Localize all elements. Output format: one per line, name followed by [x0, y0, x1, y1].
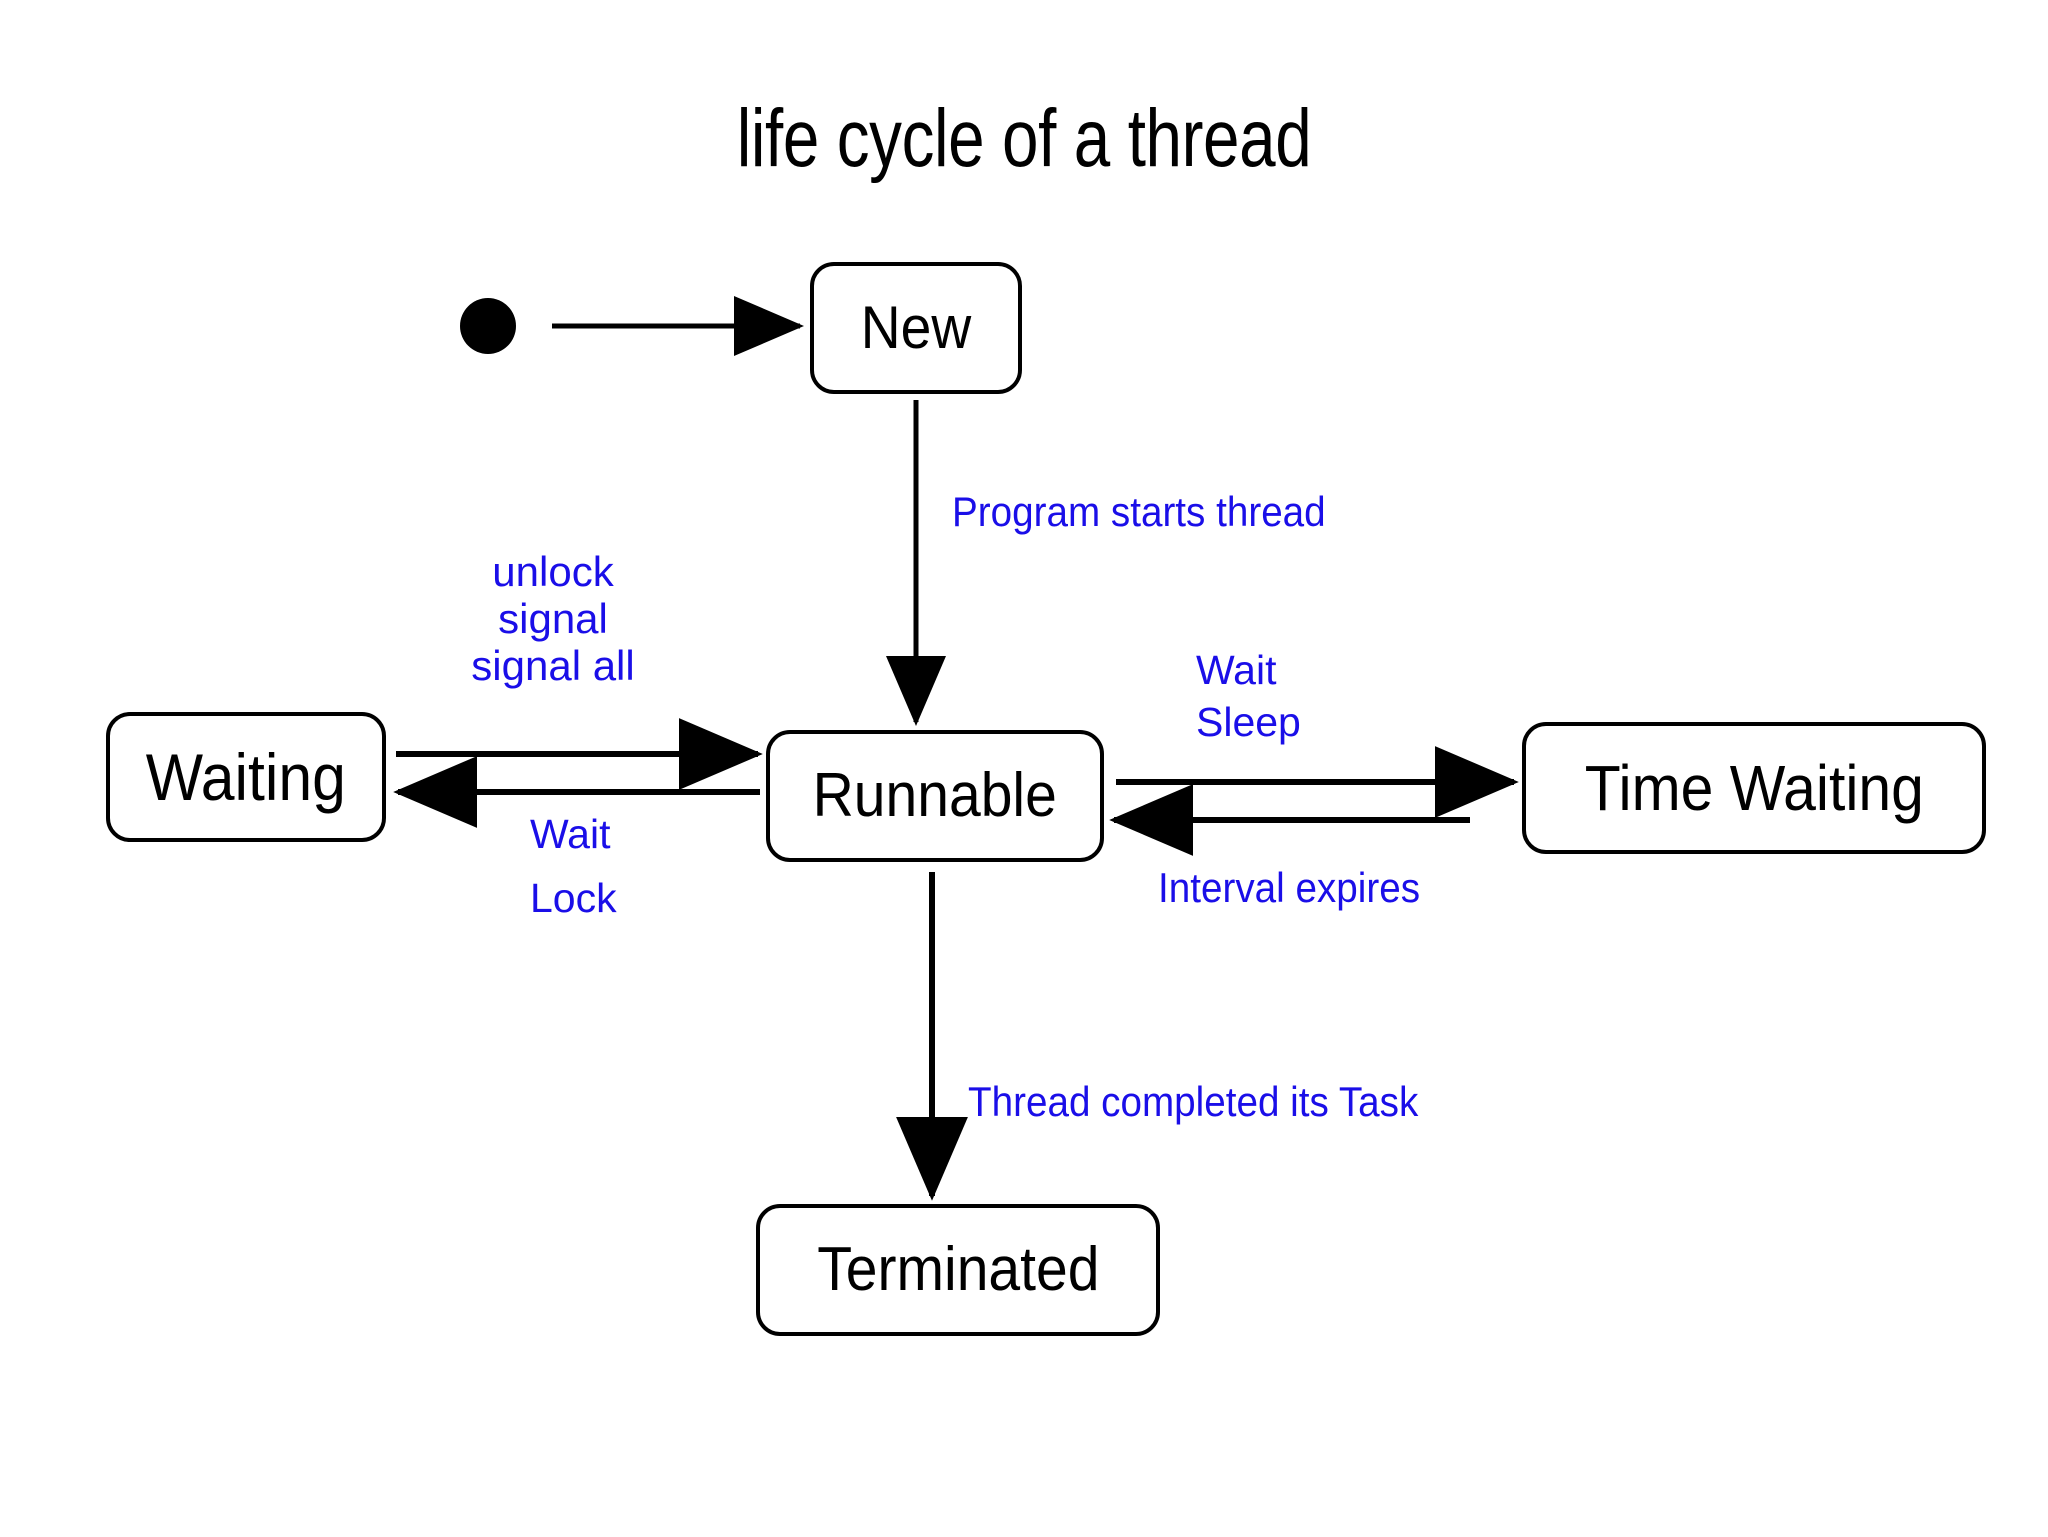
edge-label-signal-all: signal all	[471, 642, 635, 690]
state-node-runnable[interactable]: Runnable	[766, 730, 1104, 862]
edge-label-wait: Wait	[530, 811, 611, 857]
state-label-time-waiting: Time Waiting	[1584, 752, 1924, 824]
state-label-waiting: Waiting	[145, 740, 347, 814]
state-node-time-waiting[interactable]: Time Waiting	[1522, 722, 1986, 854]
state-label-terminated: Terminated	[816, 1235, 1100, 1304]
edge-label-signal: signal	[498, 595, 608, 643]
state-label-new: New	[860, 294, 972, 361]
state-node-waiting[interactable]: Waiting	[106, 712, 386, 842]
state-node-terminated[interactable]: Terminated	[756, 1204, 1160, 1336]
initial-state-dot	[460, 298, 516, 354]
state-label-runnable: Runnable	[812, 761, 1058, 830]
state-node-new[interactable]: New	[810, 262, 1022, 394]
edge-label-unlock-signal-group: unlock signal signal all	[448, 548, 658, 689]
edge-label-wait-2: Wait	[1196, 647, 1277, 693]
edge-label-sleep: Sleep	[1196, 698, 1301, 745]
edge-label-lock: Lock	[530, 874, 617, 921]
edge-label-wait-sleep-group: Wait Sleep	[1196, 647, 1301, 746]
edge-label-program-starts-thread: Program starts thread	[952, 488, 1326, 535]
edge-label-unlock: unlock	[492, 548, 614, 595]
edge-label-wait-lock-group: Wait Lock	[530, 811, 617, 922]
edge-label-interval-expires: Interval expires	[1158, 864, 1421, 911]
edge-label-thread-completed-its-task: Thread completed its Task	[968, 1078, 1419, 1125]
page-title: life cycle of a thread	[736, 93, 1312, 184]
